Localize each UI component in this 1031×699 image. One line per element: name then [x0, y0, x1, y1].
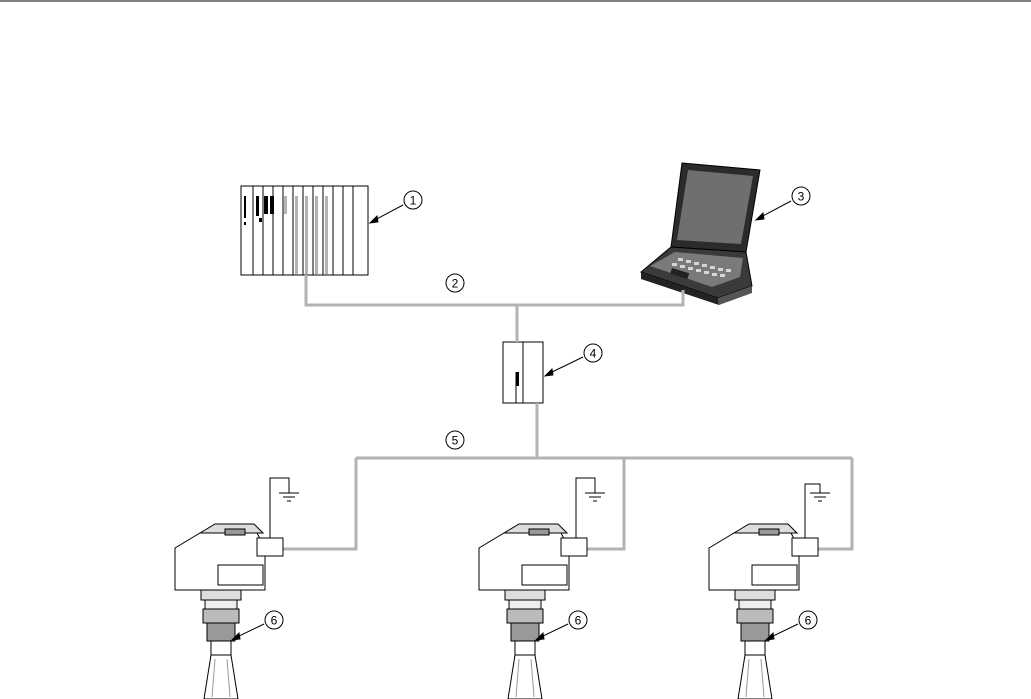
- svg-text:6: 6: [271, 614, 278, 628]
- callout-2: 2: [446, 274, 464, 292]
- svg-text:6: 6: [805, 614, 812, 628]
- callout-6-right: 6: [799, 611, 817, 629]
- callout-3: 3: [792, 187, 810, 205]
- svg-text:3: 3: [798, 190, 805, 204]
- plc-rack-icon: [241, 186, 368, 275]
- svg-text:4: 4: [590, 347, 597, 361]
- svg-text:1: 1: [410, 194, 417, 208]
- network-cables: [283, 275, 852, 549]
- callout-4: 4: [584, 344, 602, 362]
- transmitter-1: [175, 524, 283, 699]
- callout-6-left: 6: [265, 611, 283, 629]
- svg-text:5: 5: [452, 434, 459, 448]
- callout-6-middle: 6: [569, 611, 587, 629]
- transmitter-3: [709, 524, 818, 699]
- svg-text:6: 6: [575, 614, 582, 628]
- coupler-icon: [503, 342, 543, 403]
- callout-5: 5: [446, 431, 464, 449]
- svg-text:2: 2: [452, 277, 459, 291]
- transmitter-2: [479, 524, 587, 699]
- callout-1: 1: [404, 191, 422, 209]
- laptop-icon: [641, 163, 760, 305]
